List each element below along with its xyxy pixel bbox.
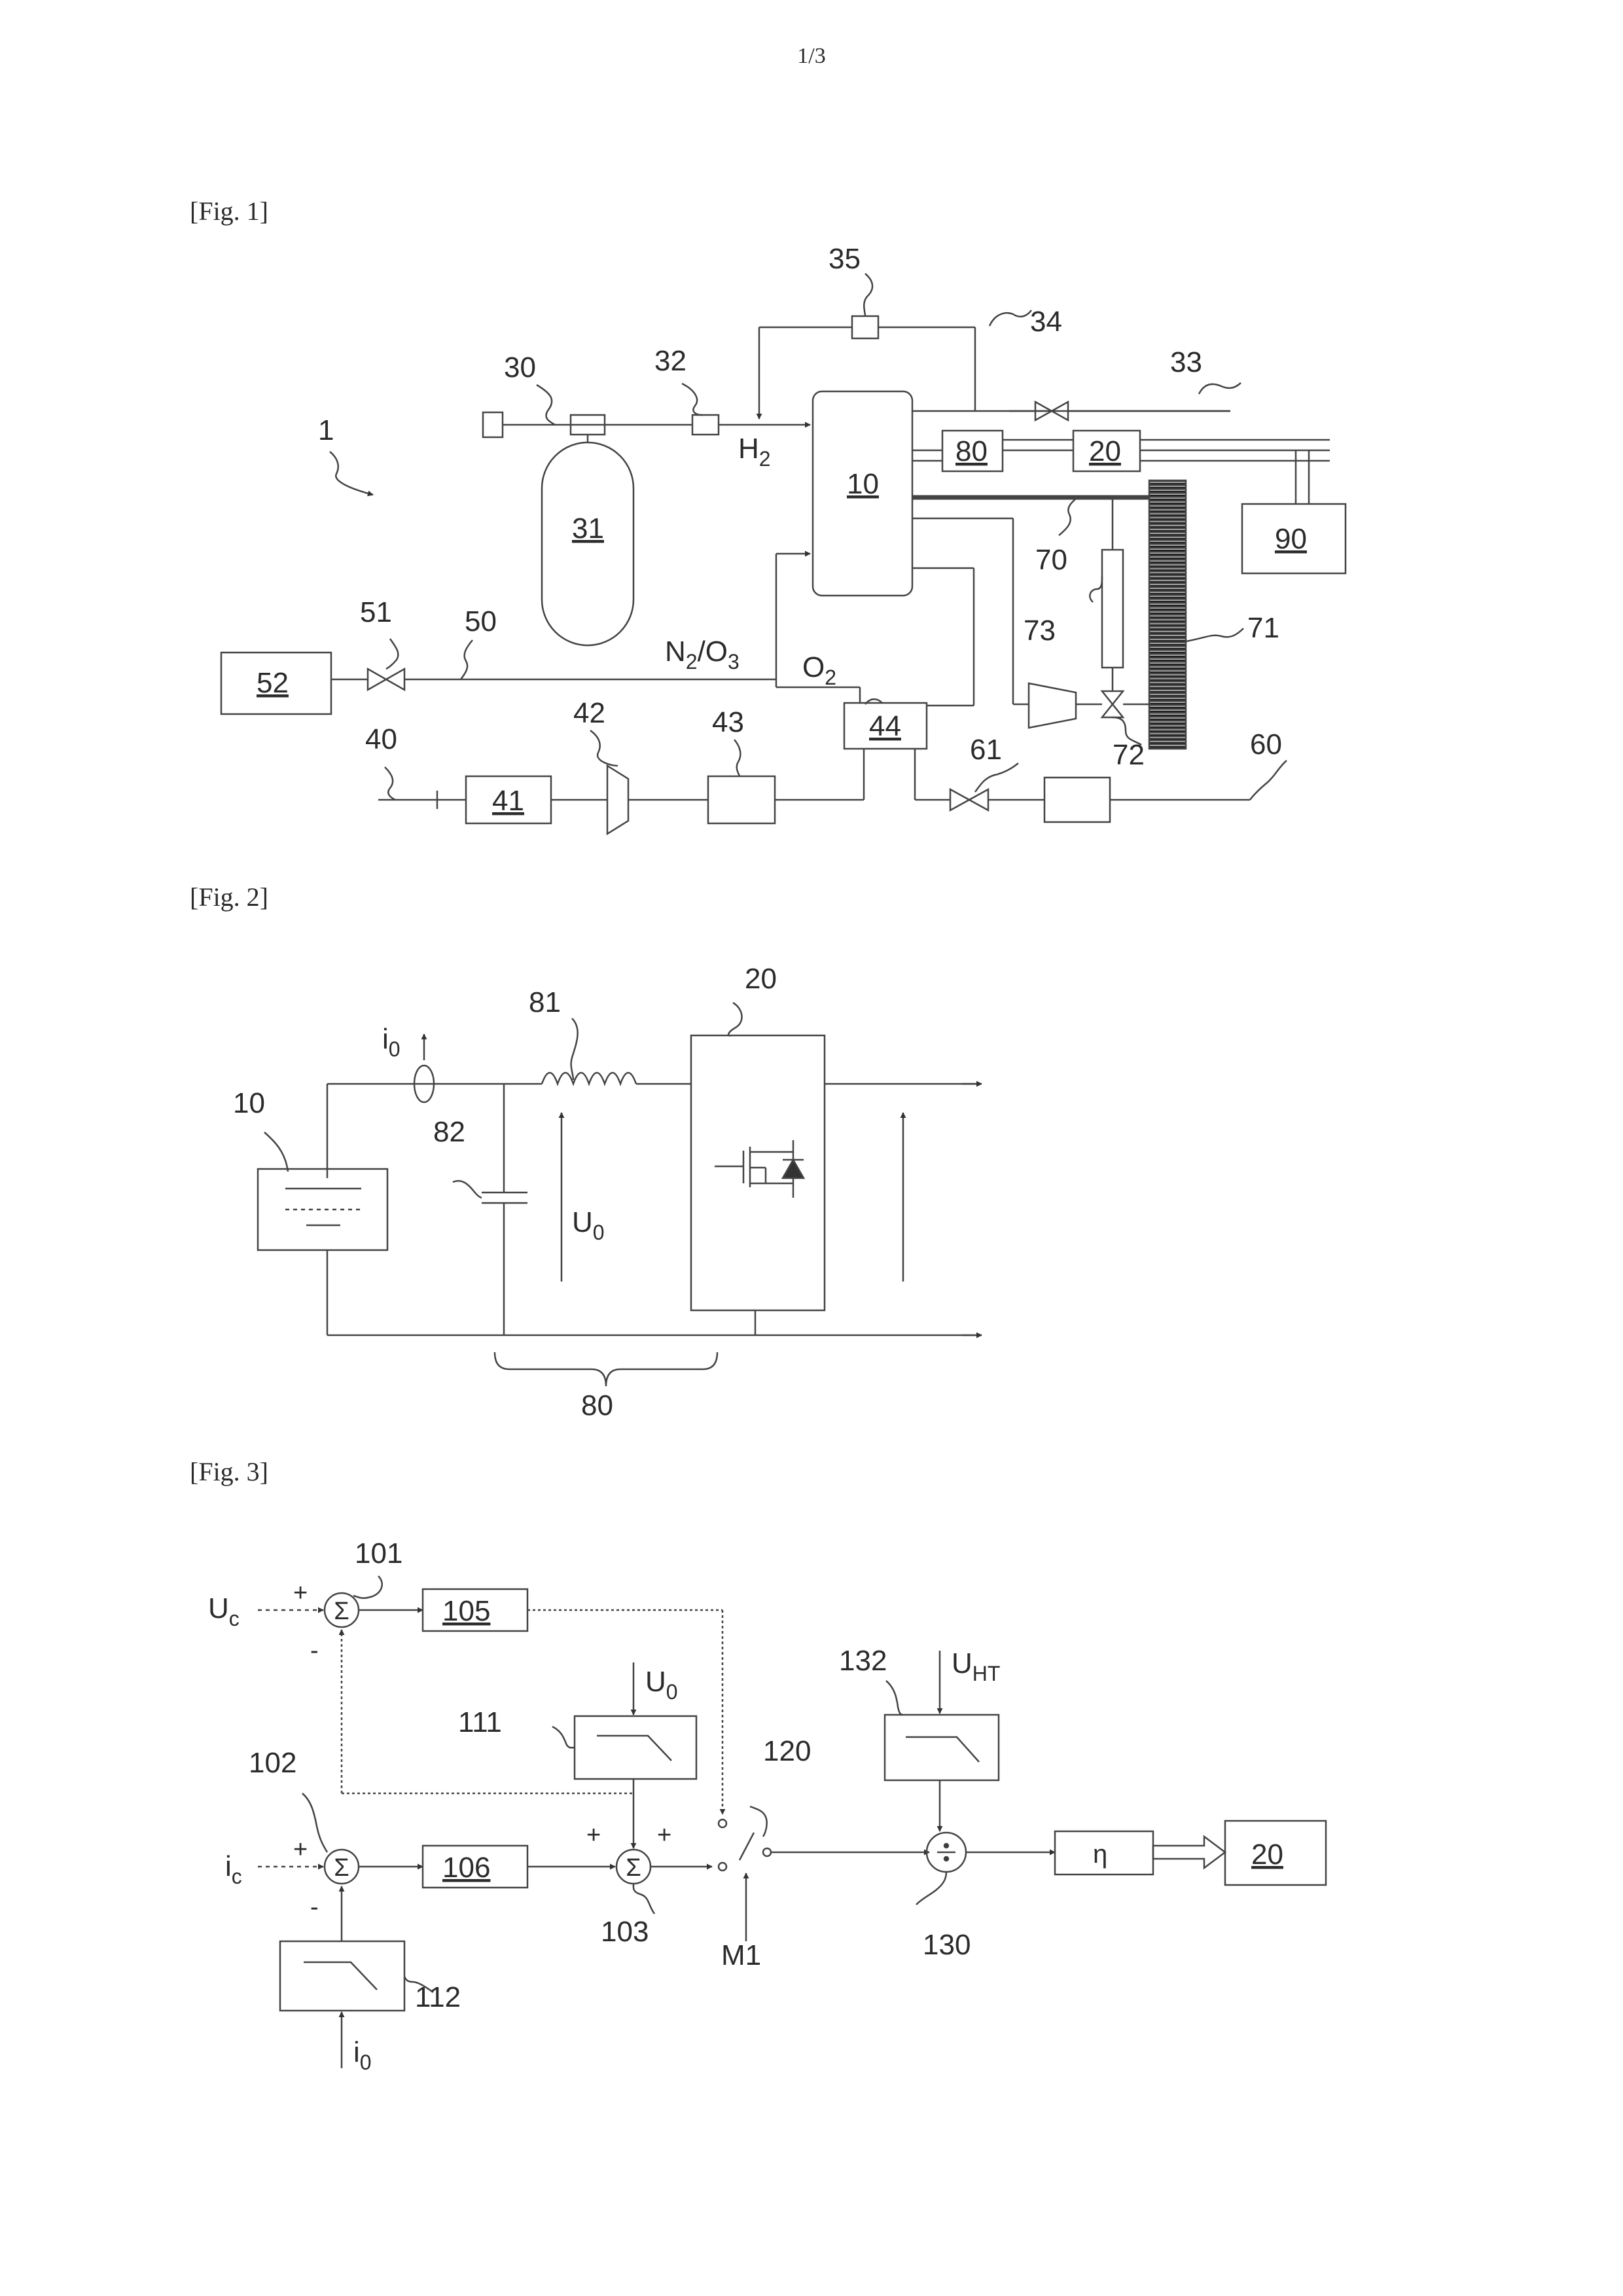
label-filter: 41	[492, 785, 524, 817]
label-humidifier: 44	[869, 710, 901, 742]
label-filter-112: 112	[415, 1981, 461, 2013]
label-inert-line: 50	[465, 605, 497, 637]
fig3-caption: [Fig. 3]	[190, 1457, 268, 1486]
sign-plus-103b: +	[657, 1821, 671, 1849]
sign-plus-103a: +	[586, 1821, 601, 1849]
label-n2-o3: N2/O3	[665, 636, 740, 673]
signal-i0: i0	[353, 2036, 372, 2074]
compressor-42	[607, 766, 628, 834]
label-divider-130: 130	[923, 1929, 971, 1961]
figure-1: [Fig. 1]	[190, 196, 1346, 834]
label-pump-35: 35	[829, 243, 861, 275]
brace-filter-80	[495, 1352, 717, 1386]
filter-111	[575, 1716, 696, 1779]
label-h2: H2	[738, 433, 771, 471]
label-controller-105: 105	[442, 1595, 490, 1627]
label-i0-fig2: i0	[382, 1023, 401, 1061]
sigma-103: Σ	[626, 1854, 641, 1882]
label-sensor-32: 32	[654, 345, 687, 377]
label-converter-fig2: 20	[745, 963, 777, 995]
label-filter-fig2: 80	[581, 1390, 613, 1422]
label-valve-51: 51	[360, 596, 392, 628]
radiator-71	[1149, 480, 1186, 749]
filter-132	[885, 1715, 999, 1780]
label-load: 90	[1275, 523, 1307, 555]
fig1-caption: [Fig. 1]	[190, 196, 268, 226]
converter-20-box	[691, 1035, 825, 1310]
output-arrow	[1153, 1837, 1225, 1868]
label-valve-61: 61	[970, 734, 1002, 766]
page-number: 1/3	[797, 44, 825, 68]
label-summation-101: 101	[355, 1537, 402, 1570]
label-recirc-line: 34	[1030, 306, 1062, 338]
signal-u0: U0	[645, 1666, 678, 1704]
label-converter: 20	[1089, 435, 1121, 467]
label-filter-132: 132	[839, 1645, 887, 1677]
pump-35	[852, 316, 878, 338]
label-filter-circuit: 80	[955, 435, 988, 467]
figure-2: [Fig. 2]	[190, 882, 982, 1386]
sigma-101: Σ	[334, 1598, 349, 1625]
label-cooling-circuit: 70	[1035, 544, 1067, 576]
label-summation-103: 103	[601, 1916, 649, 1948]
label-air-line: 40	[365, 723, 397, 755]
switch-input-a	[719, 1820, 726, 1827]
filter-112	[280, 1941, 404, 2011]
label-valve-72: 72	[1113, 739, 1145, 771]
label-fuel-cell-fig2: 10	[233, 1087, 265, 1119]
sensor-32	[692, 415, 719, 435]
inductor-81	[542, 1073, 636, 1084]
label-mode-m1: M1	[721, 1939, 761, 1971]
label-o2: O2	[802, 651, 836, 689]
fuel-cell-10-symbol	[258, 1169, 387, 1250]
unit-43	[708, 776, 775, 823]
label-fuel-cell: 10	[847, 468, 879, 500]
label-hydrogen-line: 30	[504, 351, 536, 384]
valve-51	[368, 669, 404, 690]
label-inductor: 81	[529, 986, 561, 1018]
switch-input-b	[719, 1863, 726, 1871]
label-filter-111: 111	[458, 1706, 502, 1738]
fig2-caption: [Fig. 2]	[190, 882, 268, 912]
coolant-pump	[1029, 683, 1076, 728]
label-purge-line: 33	[1170, 346, 1202, 378]
label-tank: 31	[572, 512, 604, 545]
h2-inlet-connector	[483, 412, 503, 437]
sign-minus-101: -	[310, 1637, 319, 1664]
signal-ic: ic	[225, 1850, 242, 1888]
sign-plus-101: +	[293, 1579, 308, 1607]
label-compressor: 42	[573, 697, 605, 729]
label-reservoir: 73	[1024, 615, 1056, 647]
label-capacitor: 82	[433, 1116, 465, 1148]
switch-120	[740, 1833, 754, 1860]
signal-uht: UHT	[952, 1647, 1000, 1685]
label-switch-120: 120	[763, 1735, 811, 1767]
label-u0-fig2: U0	[572, 1206, 605, 1244]
label-eta: η	[1093, 1840, 1107, 1869]
sign-plus-102: +	[293, 1836, 308, 1863]
signal-uc: Uc	[208, 1592, 240, 1630]
label-exhaust-line: 60	[1250, 728, 1282, 761]
valve-61	[950, 789, 988, 810]
reservoir-73	[1102, 550, 1123, 668]
sigma-102: Σ	[334, 1854, 349, 1882]
label-converter-fig3: 20	[1251, 1839, 1283, 1871]
label-gas-source: 52	[257, 667, 289, 699]
label-radiator: 71	[1247, 612, 1279, 644]
label-unit-43: 43	[712, 706, 744, 738]
label-controller-106: 106	[442, 1852, 490, 1884]
fig3-labels: 101 102 103 105 106 111 112 120 130 132 …	[208, 1537, 1283, 2074]
label-summation-102: 102	[249, 1747, 296, 1779]
sign-minus-102: -	[310, 1893, 319, 1921]
label-system: 1	[318, 414, 334, 446]
exhaust-unit	[1044, 778, 1110, 822]
